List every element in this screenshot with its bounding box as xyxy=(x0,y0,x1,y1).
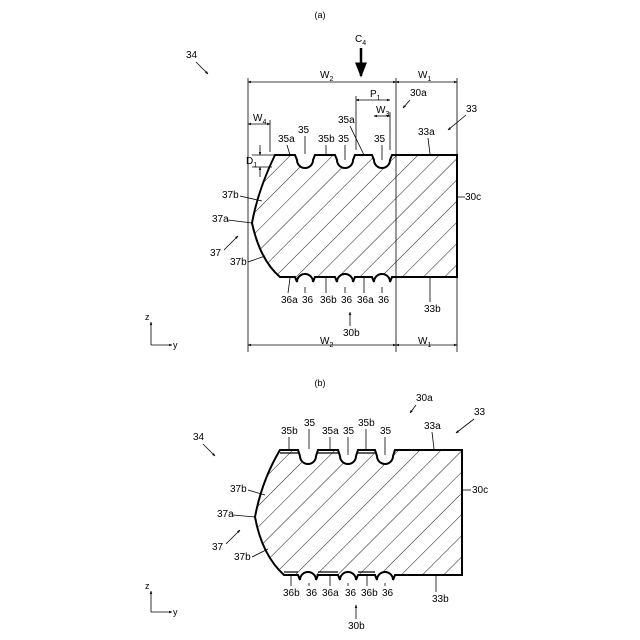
ref-36-3-a: 36 xyxy=(378,295,390,306)
ref-37-a: 37 xyxy=(210,248,222,259)
axis-y-b: y xyxy=(173,607,178,617)
ref-36a-1-a: 36a xyxy=(281,295,298,306)
ref-30c-b: 30c xyxy=(472,485,488,496)
cross-section-b xyxy=(255,450,462,580)
ref-33b-b: 33b xyxy=(432,594,449,605)
ref-35b-a: 35b xyxy=(318,134,335,145)
ref-33b-a: 33b xyxy=(424,304,441,315)
axes-b: z y xyxy=(145,581,178,617)
ref-30a-a: 30a xyxy=(410,88,427,99)
ref-35b-2-b: 35b xyxy=(358,418,375,429)
ref-34-b: 34 xyxy=(193,432,205,443)
panel-b: (b) 34 33 30a 33a 30c 33b 30b 37b 37a 37… xyxy=(145,378,488,632)
ref-35a-1-a: 35a xyxy=(278,134,295,145)
dim-w2-bottom: W2 xyxy=(320,336,333,349)
ref-35b-1-b: 35b xyxy=(281,426,298,437)
ref-35-2-b: 35 xyxy=(343,426,355,437)
panel-a: (a) C4 W2 W1 P1 W3 W4 D1 W2 W1 xyxy=(145,10,481,352)
ref-37b-top-a: 37b xyxy=(222,190,239,201)
ref-37-b: 37 xyxy=(212,542,224,553)
ref-36a-2-a: 36a xyxy=(357,295,374,306)
ref-37b-bot-a: 37b xyxy=(230,257,247,268)
ref-37a-a: 37a xyxy=(212,214,229,225)
ref-35-1-b: 35 xyxy=(304,418,316,429)
ref-30c-a: 30c xyxy=(465,192,481,203)
ref-35-2-a: 35 xyxy=(338,134,350,145)
ref-36b-a: 36b xyxy=(320,295,337,306)
ref-36-3-b: 36 xyxy=(382,588,394,599)
ref-35-3-b: 35 xyxy=(380,426,392,437)
axes-a: z y xyxy=(145,312,178,350)
ref-36-1-a: 36 xyxy=(302,295,314,306)
ref-36b-1-b: 36b xyxy=(283,588,300,599)
ref-30a-b: 30a xyxy=(416,393,433,404)
ref-36b-2-b: 36b xyxy=(361,588,378,599)
dim-w2-top: W2 xyxy=(320,70,333,83)
ref-35-3-a: 35 xyxy=(374,134,386,145)
ref-37b-top-b: 37b xyxy=(230,484,247,495)
ref-37b-bot-b: 37b xyxy=(234,552,251,563)
axis-y-a: y xyxy=(173,340,178,350)
dim-w1-bottom: W1 xyxy=(418,336,431,349)
ref-35a-b: 35a xyxy=(322,426,339,437)
ref-30b-b: 30b xyxy=(348,621,365,632)
ref-35a-2-a: 35a xyxy=(338,115,355,126)
ref-36-1-b: 36 xyxy=(306,588,318,599)
ref-33a-b: 33a xyxy=(424,421,441,432)
ref-37a-b: 37a xyxy=(217,509,234,520)
ref-33-a: 33 xyxy=(466,104,478,115)
axis-z-a: z xyxy=(145,312,150,322)
ref-36-2-a: 36 xyxy=(341,295,353,306)
cross-section-a xyxy=(252,155,457,282)
ref-36-2-b: 36 xyxy=(345,588,357,599)
ref-30b-a: 30b xyxy=(343,328,360,339)
axis-z-b: z xyxy=(145,581,150,591)
ref-35-1-a: 35 xyxy=(298,125,310,136)
ref-33-b: 33 xyxy=(474,407,486,418)
force-label: C4 xyxy=(355,34,366,47)
ref-33a-a: 33a xyxy=(418,127,435,138)
dim-w1-top: W1 xyxy=(418,70,431,83)
panel-a-caption: (a) xyxy=(315,10,326,20)
panel-b-caption: (b) xyxy=(315,378,326,388)
ref-34-a: 34 xyxy=(186,50,198,61)
ref-36a-b: 36a xyxy=(322,588,339,599)
